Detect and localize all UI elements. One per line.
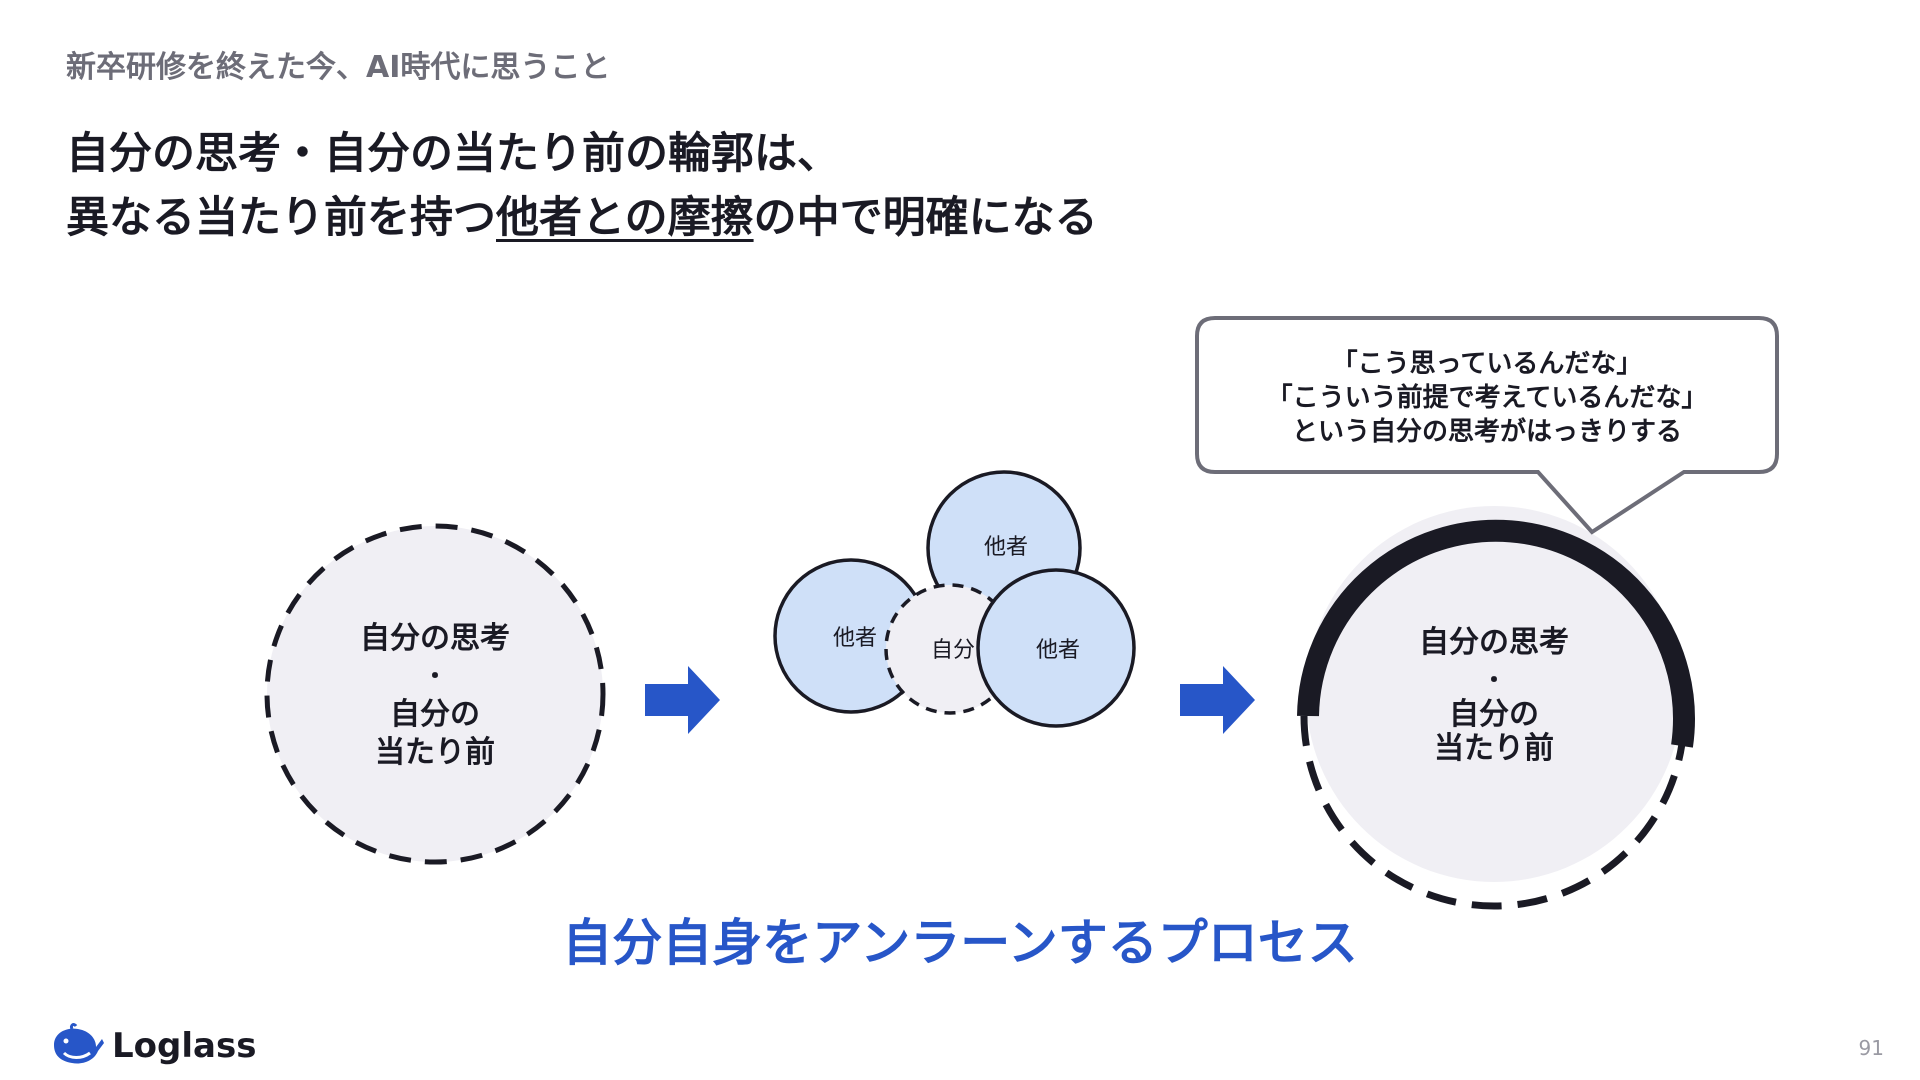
stage1-label-thinking: 自分の思考 bbox=[360, 621, 510, 656]
other-circle-right bbox=[976, 568, 1136, 728]
stage1-self-circle: 自分の思考 ・ 自分の 当たり前 bbox=[264, 523, 606, 865]
stage3-label-self: 自分の bbox=[1449, 697, 1539, 732]
arrow-right-icon bbox=[645, 666, 720, 734]
headline-line-2-prefix: 異なる当たり前を持つ bbox=[66, 193, 496, 243]
stage3-self-circle: 自分の思考 ・ 自分の 当たり前 bbox=[1297, 506, 1695, 910]
stage1-label-norm: 当たり前 bbox=[375, 735, 495, 770]
speech-bubble-shape bbox=[1195, 316, 1779, 535]
stage1-label-self: 自分の bbox=[390, 697, 480, 732]
other-label-left: 他者 bbox=[833, 626, 877, 651]
stage1-dashed-boundary bbox=[264, 523, 606, 865]
stage2-friction-cluster: 他者 他者 自分 他者 bbox=[773, 470, 1136, 728]
other-label-right: 他者 bbox=[1036, 638, 1080, 663]
logo: Loglass bbox=[50, 1022, 256, 1070]
slide-subtitle: 新卒研修を終えた今、AI時代に思うこと bbox=[66, 50, 611, 85]
headline-line-2: 異なる当たり前を持つ他者との摩擦の中で明確になる bbox=[66, 186, 1098, 250]
page-number: 91 bbox=[1858, 1036, 1884, 1060]
whale-icon bbox=[54, 1023, 104, 1064]
page-title: 自分の思考・自分の当たり前の輪郭は、 異なる当たり前を持つ他者との摩擦の中で明確… bbox=[66, 122, 1098, 250]
stage3-label-dot: ・ bbox=[1482, 666, 1506, 694]
stage3-label-thinking: 自分の思考 bbox=[1419, 625, 1569, 660]
other-label-top: 他者 bbox=[984, 535, 1028, 560]
stage1-label-dot: ・ bbox=[423, 662, 447, 690]
self-label: 自分 bbox=[931, 638, 975, 663]
speech-bubble: 「こう思っているんだな」 「こういう前提で考えているんだな」 という自分の思考が… bbox=[1195, 316, 1779, 535]
headline-line-1: 自分の思考・自分の当たり前の輪郭は、 bbox=[66, 129, 840, 179]
headline-line-2-suffix: の中で明確になる bbox=[753, 193, 1098, 243]
bubble-line-3: という自分の思考がはっきりする bbox=[1292, 416, 1682, 447]
bubble-line-2: 「こういう前提で考えているんだな」 bbox=[1267, 382, 1708, 413]
stage3-label-norm: 当たり前 bbox=[1434, 731, 1554, 766]
tagline: 自分自身をアンラーンするプロセス bbox=[562, 914, 1358, 972]
headline-underlined-phrase: 他者との摩擦 bbox=[496, 193, 754, 243]
stage3-solid-boundary bbox=[1297, 519, 1695, 748]
stage3-fill bbox=[1306, 506, 1682, 882]
arrow-right-icon bbox=[1180, 666, 1255, 734]
logo-text: Loglass bbox=[112, 1026, 257, 1066]
bubble-line-1: 「こう思っているんだな」 bbox=[1332, 348, 1643, 379]
stage3-dashed-boundary bbox=[1300, 715, 1688, 910]
